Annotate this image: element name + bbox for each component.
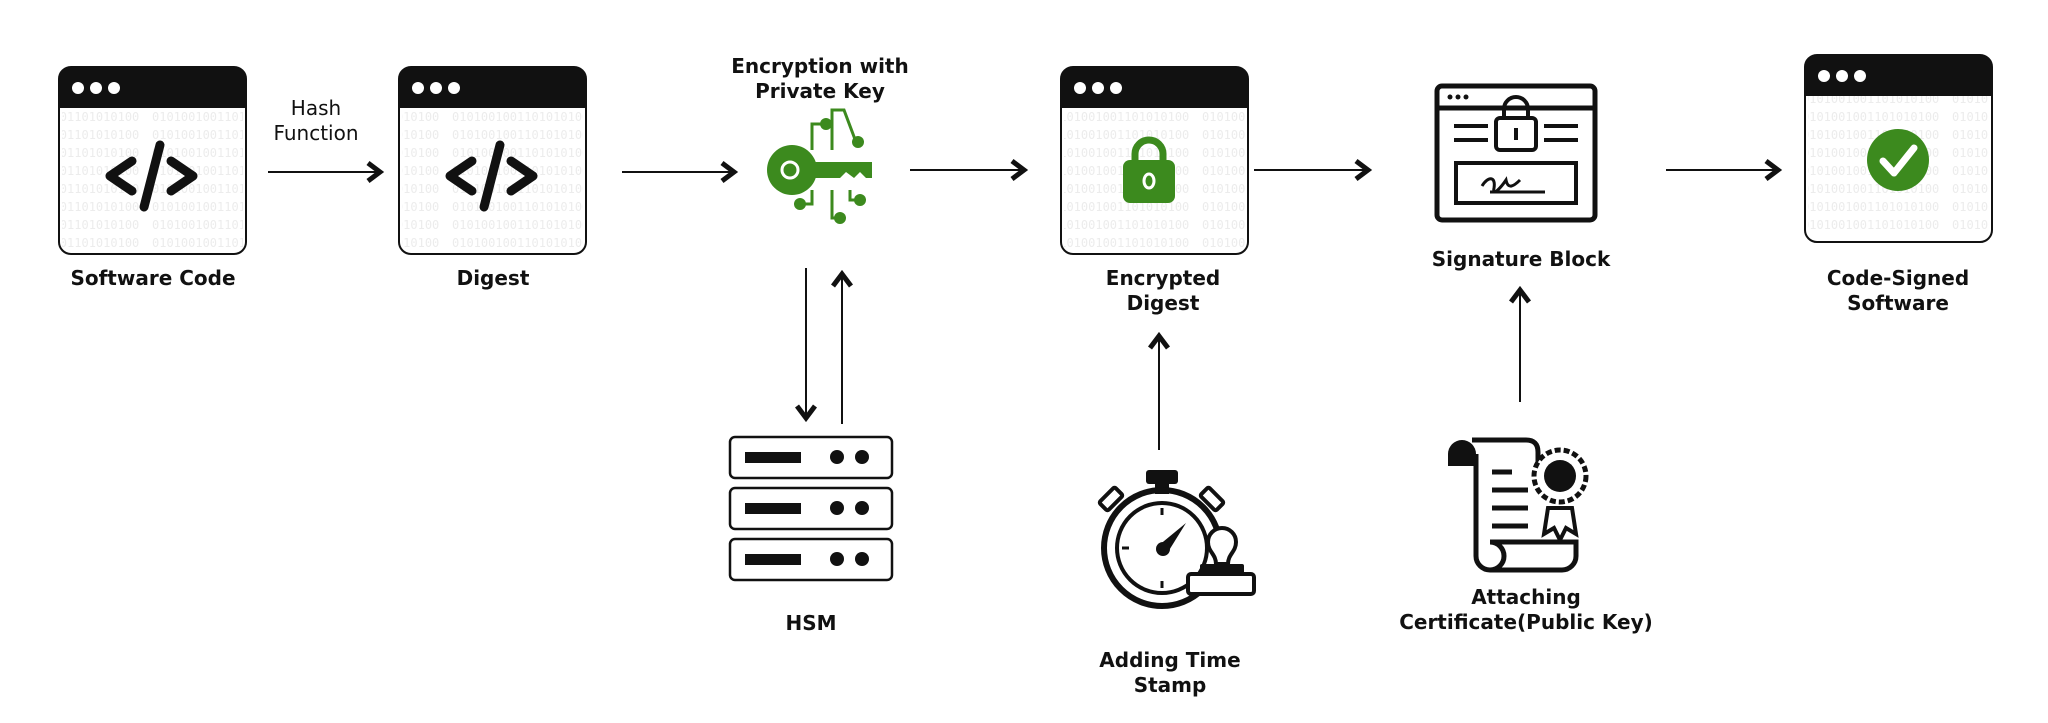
lock-window-icon [1060,66,1249,255]
circuit-key-icon [767,108,872,224]
arrow-right-icon [1254,159,1373,181]
node-label-software-code: Software Code [70,266,236,290]
node-label-signature-block: Signature Block [1431,247,1611,271]
node-label-adding-time-stamp: Adding Time Stamp [1099,648,1241,697]
certificate-scroll-icon [1448,437,1589,573]
arrow-right-icon [1666,159,1783,181]
arrow-right-icon [268,161,385,183]
code-window-icon [398,66,587,255]
node-label-digest: Digest [456,266,530,290]
arrow-right-icon [622,161,739,183]
arrow-right-icon [910,159,1029,181]
stopwatch-stamp-icon [1097,470,1256,609]
arrow-up-icon [1148,331,1170,450]
edge-label-hash-function: Hash Function [273,96,359,145]
connector-arrows [268,159,1783,450]
node-label-hsm: HSM [785,611,837,635]
arrow-down-icon [795,268,817,423]
node-label-encrypted-digest: Encrypted Digest [1105,266,1221,315]
server-rack-icon [728,435,894,582]
node-label-attaching-certificate: Attaching Certificate(Public Key) [1399,585,1653,634]
node-label-encryption-private-key: Encryption with Private Key [731,54,909,103]
code-window-icon [58,66,247,255]
node-label-code-signed-software: Code-Signed Software [1826,266,1970,315]
signature-lock-icon [1434,83,1598,223]
arrow-up-icon [1509,285,1531,402]
arrow-up-icon [831,269,853,424]
check-window-icon [1804,54,1993,243]
